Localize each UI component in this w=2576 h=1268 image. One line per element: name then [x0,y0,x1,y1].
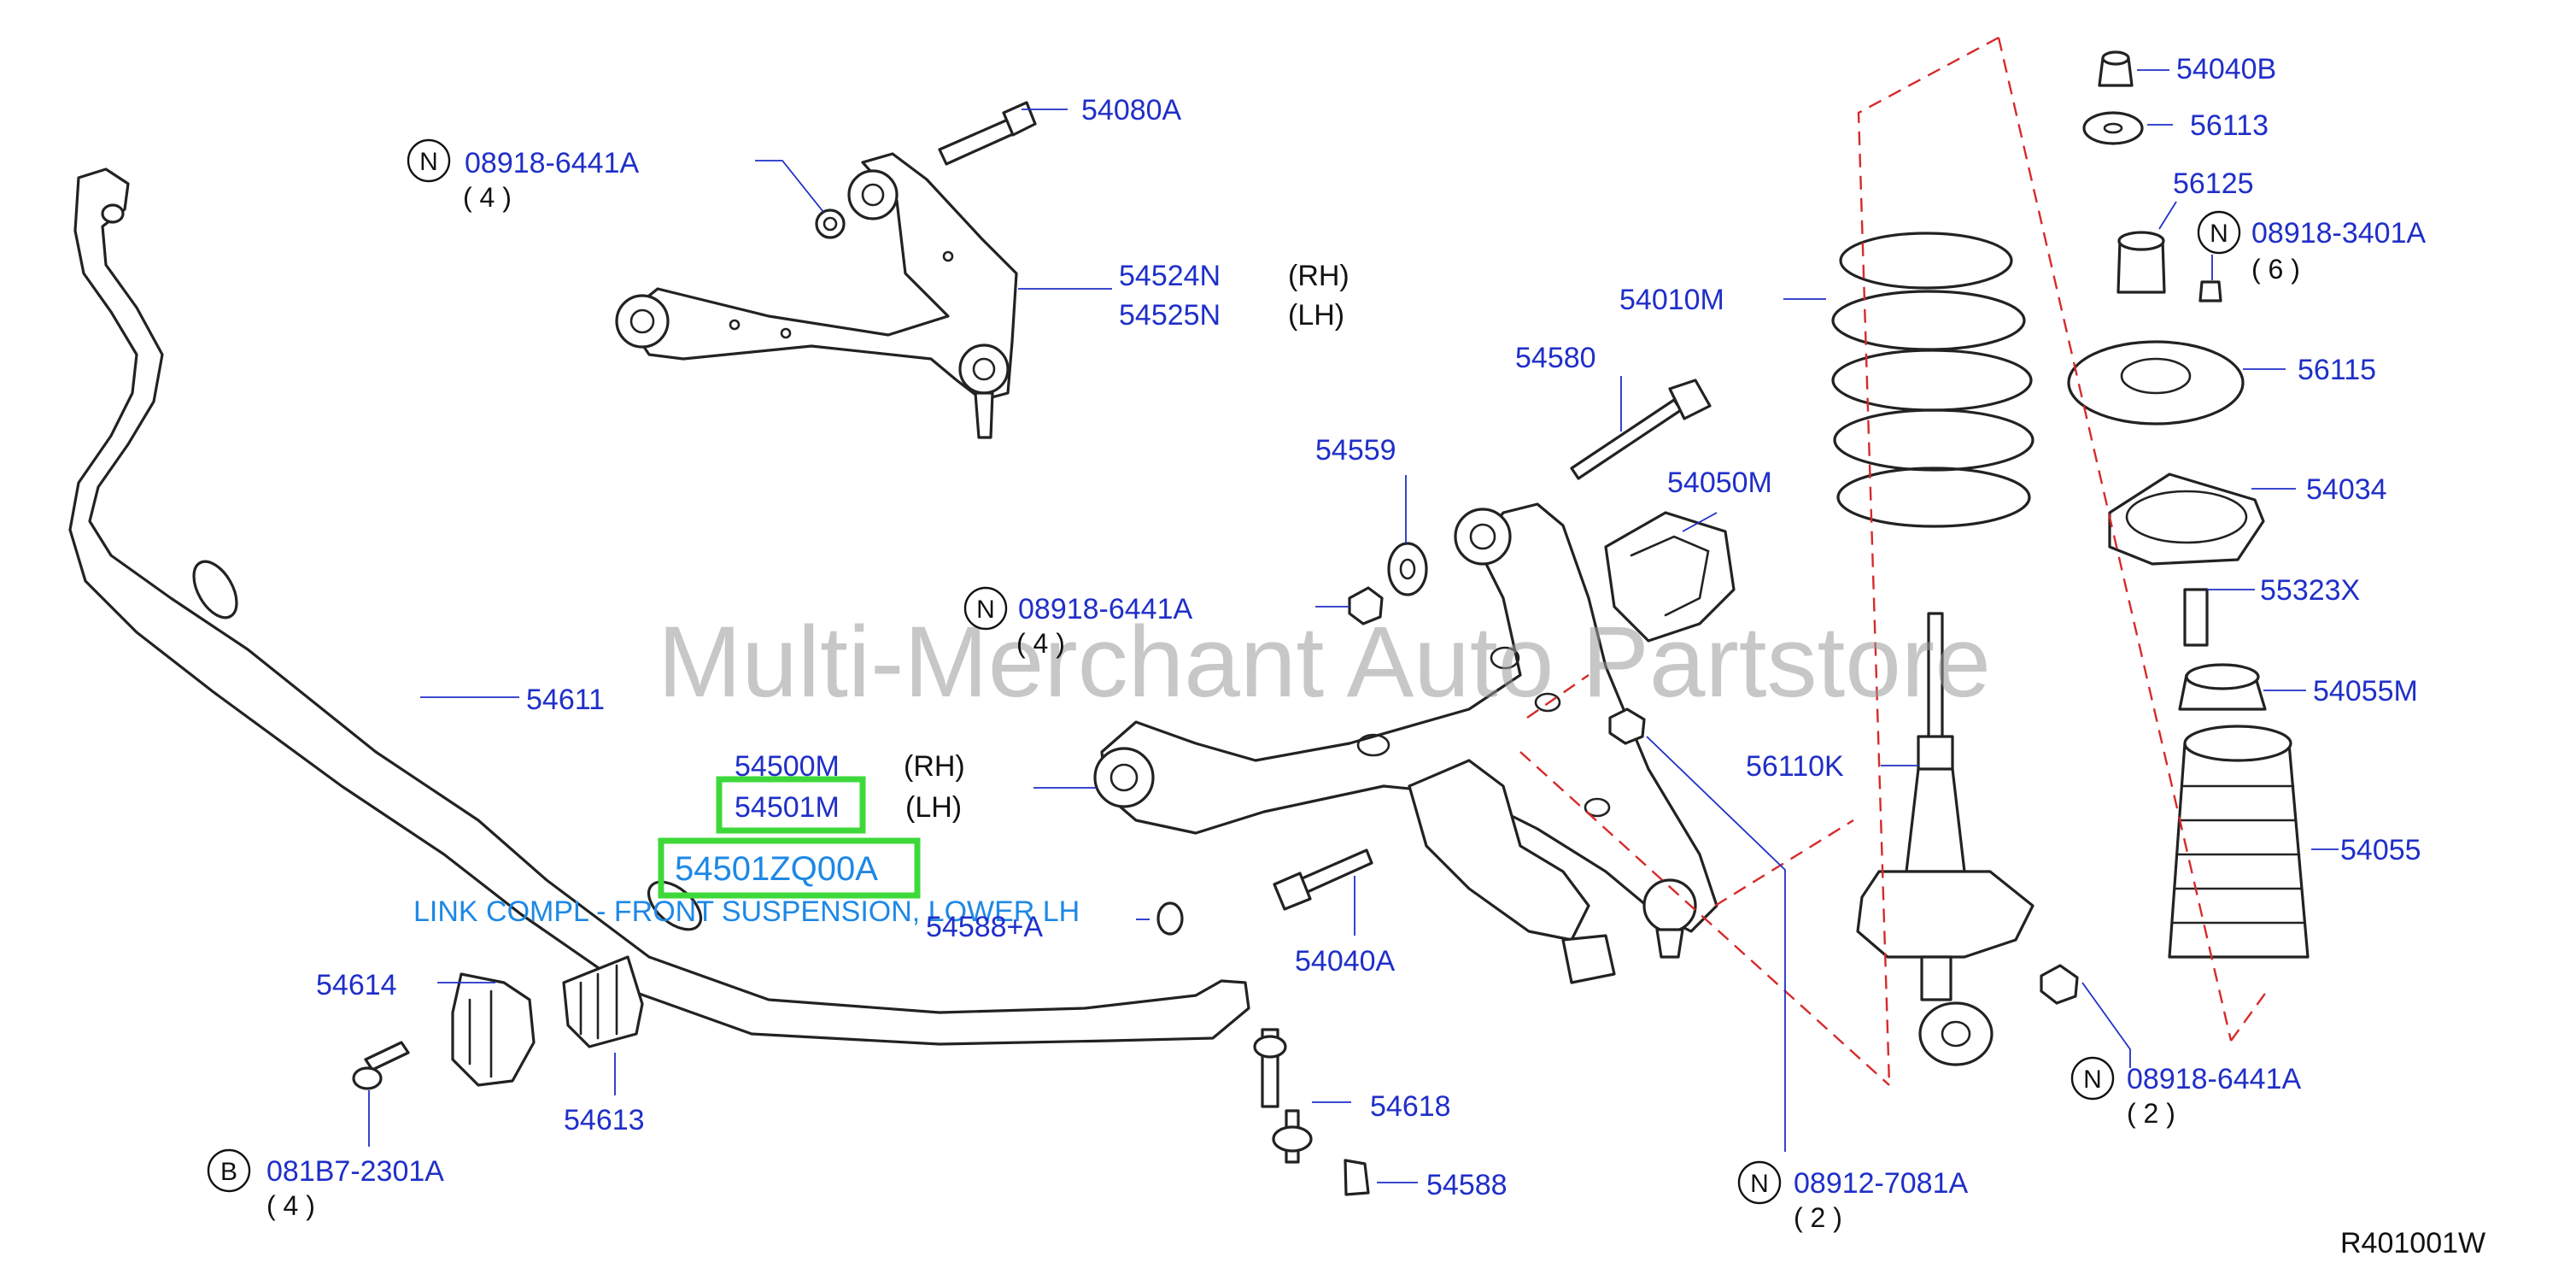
label-56113[interactable]: 56113 [2190,109,2269,142]
label-54501m[interactable]: 54501M [735,791,840,824]
label-56125[interactable]: 56125 [2173,167,2254,200]
qty-label-low: ( 2 ) [2127,1098,2175,1129]
lower-control-arm-drawing [1093,502,1718,984]
label-54055[interactable]: 54055 [2340,834,2421,866]
n-marker-low: N [2070,1056,2115,1101]
label-54588[interactable]: 54588 [1426,1169,1508,1201]
label-54010m[interactable]: 54010M [1619,284,1724,316]
highlight-box-54501m [716,776,866,834]
side-label-lh-upper: (LH) [1288,299,1344,332]
selected-part-number[interactable]: 54501ZQ00A [675,850,878,888]
label-08912-7081a[interactable]: 08912-7081A [1794,1167,1969,1200]
shock-nut-drawing [2040,964,2079,1005]
lower-arm-bolt-drawing [1273,848,1373,911]
label-54055m[interactable]: 54055M [2313,675,2418,707]
label-54525n[interactable]: 54525N [1119,299,1221,332]
highlight-box-selected-part [658,837,921,899]
label-54618[interactable]: 54618 [1370,1090,1451,1123]
coil-spring-drawing [1831,232,2034,528]
svg-text:B: B [220,1158,237,1186]
diagram-code: R401001W [2340,1227,2485,1259]
stabilizer-link-drawing [1156,901,1370,1196]
b-marker: B [207,1148,251,1193]
label-54040a[interactable]: 54040A [1295,945,1396,977]
n-marker-top: N [407,138,451,183]
svg-text:N: N [2210,220,2228,248]
svg-text:N: N [419,148,438,176]
label-54580[interactable]: 54580 [1515,342,1596,374]
label-54500m[interactable]: 54500M [735,750,840,783]
lower-arm-nut-drawing [1608,707,1646,745]
label-54611[interactable]: 54611 [526,684,605,716]
n-marker-mid: N [963,586,1008,631]
label-08918-6441a-top[interactable]: 08918-6441A [465,147,640,179]
label-55323x[interactable]: 55323X [2260,574,2360,607]
strut-mount-stack-drawing [2067,50,2310,959]
selected-part-description: LINK COMPL - FRONT SUSPENSION, LOWER LH [413,895,1080,928]
qty-label-7081a: ( 2 ) [1794,1202,1842,1233]
label-54613[interactable]: 54613 [564,1104,645,1136]
label-54080a[interactable]: 54080A [1081,94,1182,126]
lower-arm-long-bolt-drawing [1570,379,1712,480]
stopper-54050m-drawing [1604,511,1736,643]
qty-label-top: ( 4 ) [463,182,512,213]
upper-arm-nut-drawing [815,208,846,239]
label-54559[interactable]: 54559 [1315,434,1396,467]
label-54050m[interactable]: 54050M [1667,467,1772,499]
label-08918-6441a-low[interactable]: 08918-6441A [2127,1063,2302,1095]
watermark: Multi-Merchant Auto Partstore [658,606,1991,719]
bushing-clamp-drawing [352,955,644,1090]
label-54524n[interactable]: 54524N [1119,260,1221,292]
label-54040b[interactable]: 54040B [2176,53,2276,85]
label-54588a[interactable]: 54588+A [926,911,1043,943]
n-marker-3401a: N [2197,210,2241,255]
svg-text:N: N [1750,1170,1769,1198]
side-label-lh-lower: (LH) [905,791,962,824]
svg-text:N: N [976,596,995,624]
upper-control-arm-drawing [615,152,1018,439]
label-081b7-2301a[interactable]: 081B7-2301A [266,1155,444,1188]
upper-arm-bolt-drawing [938,101,1037,166]
dashed-assembly-lines [1519,36,2268,1086]
label-54034[interactable]: 54034 [2306,473,2387,506]
label-56115[interactable]: 56115 [2298,354,2376,386]
shock-absorber-drawing [1856,612,2034,1066]
washer-54559-drawing [1348,542,1428,625]
qty-label-6: ( 6 ) [2251,254,2300,285]
leader-lines [368,69,2339,1183]
side-label-rh-lower: (RH) [904,750,965,783]
qty-label-b: ( 4 ) [266,1190,315,1221]
label-08918-6441a-mid[interactable]: 08918-6441A [1018,593,1193,625]
label-08918-3401a[interactable]: 08918-3401A [2251,217,2427,249]
qty-label-mid: ( 4 ) [1016,628,1065,659]
svg-text:N: N [2083,1065,2102,1094]
label-56110k[interactable]: 56110K [1746,750,1844,783]
side-label-rh-upper: (RH) [1288,260,1349,292]
n-marker-7081a: N [1737,1160,1782,1205]
label-54614[interactable]: 54614 [316,969,397,1001]
